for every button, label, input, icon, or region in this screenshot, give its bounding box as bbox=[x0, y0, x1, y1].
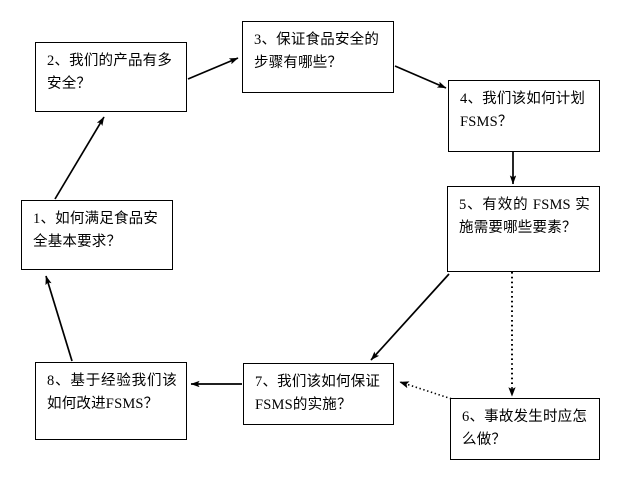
edge-1-to-2 bbox=[54, 116, 105, 200]
node-8-box[interactable]: 8、基于经验我们该如何改进FSMS？ bbox=[35, 362, 187, 440]
edge-8-to-1 bbox=[45, 275, 73, 362]
edge-6-to-7 bbox=[399, 381, 456, 401]
node-6-label: 6、事故发生时应怎么做？ bbox=[462, 409, 588, 449]
node-7-box[interactable]: 7、我们该如何保证FSMS的实施？ bbox=[243, 363, 394, 425]
node-7-label: 7、我们该如何保证FSMS的实施？ bbox=[255, 374, 381, 414]
node-1-box[interactable]: 1、如何满足食品安全基本要求？ bbox=[21, 200, 173, 270]
edge-5-to-7 bbox=[370, 273, 450, 361]
node-2-label: 2、我们的产品有多安全？ bbox=[47, 53, 173, 93]
edge-2-to-3 bbox=[187, 57, 239, 80]
node-5-box[interactable]: 5、有效的 FSMS 实施需要哪些要素？ bbox=[447, 186, 600, 272]
node-5-label: 5、有效的 FSMS 实施需要哪些要素？ bbox=[459, 197, 590, 237]
node-4-label: 4、我们该如何计划 FSMS？ bbox=[460, 91, 586, 131]
node-2-box[interactable]: 2、我们的产品有多安全？ bbox=[35, 42, 187, 112]
node-4-box[interactable]: 4、我们该如何计划 FSMS？ bbox=[448, 80, 600, 152]
node-3-box[interactable]: 3、保证食品安全的步骤有哪些？ bbox=[242, 21, 394, 93]
node-1-label: 1、如何满足食品安全基本要求？ bbox=[33, 211, 159, 251]
node-3-label: 3、保证食品安全的步骤有哪些？ bbox=[254, 32, 380, 72]
node-6-box[interactable]: 6、事故发生时应怎么做？ bbox=[450, 398, 600, 460]
node-8-label: 8、基于经验我们该如何改进FSMS？ bbox=[47, 373, 177, 413]
edge-3-to-4 bbox=[394, 65, 447, 89]
